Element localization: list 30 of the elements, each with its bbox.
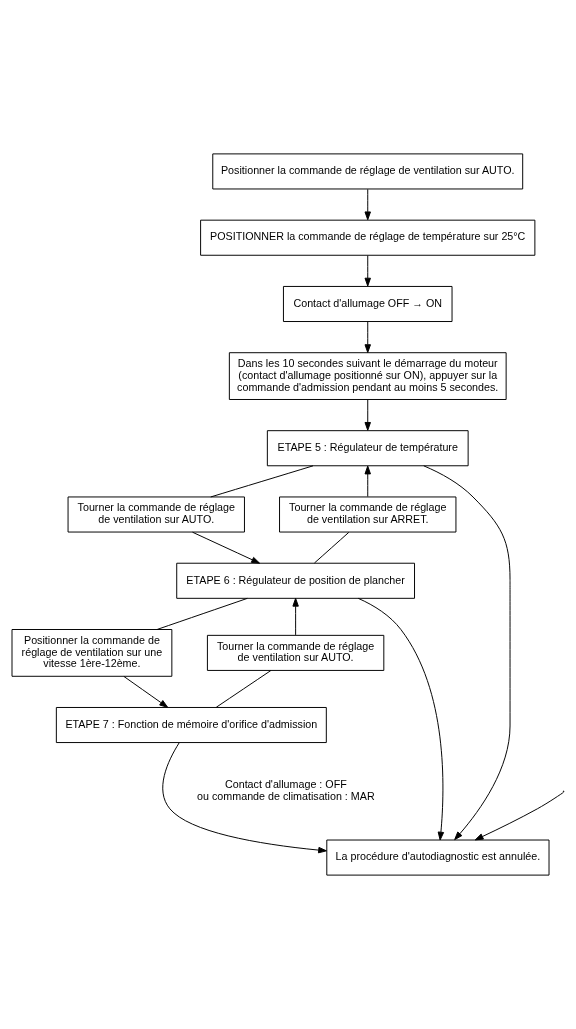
arrow [123, 675, 169, 708]
node-box: Tourner la commande de réglage de ventilation sur AUTO. [206, 634, 385, 671]
arrow [364, 255, 371, 287]
arrow [364, 188, 371, 221]
arrow [364, 465, 371, 497]
node-box: ETAPE 5 : Régulateur de température [266, 430, 469, 467]
arrow [192, 531, 261, 564]
arrow [364, 399, 371, 431]
connector [313, 531, 350, 564]
arrow [423, 465, 511, 841]
connector [210, 465, 314, 498]
arrow [292, 597, 299, 636]
label: Contact d'allumage : OFF [224, 778, 347, 791]
node-box: Dans les 10 secondes suivant le démarrage du moteur (contact d'allumage positionné sur ON), appuyer sur la commande d'admission pendant au moins 5 secondes. [228, 352, 507, 400]
node-box: Positionner la commande de réglage de ventilation sur une vitesse 1ère-12ème. [11, 629, 173, 677]
connector [156, 597, 248, 630]
arrow [162, 742, 327, 854]
node-box: Tourner la commande de réglage de ventilation sur ARRET. [279, 496, 457, 533]
label: ou commande de climatisation : MAR [197, 789, 375, 802]
node-box: Positionner la commande de réglage de ventilation sur AUTO. [212, 153, 524, 190]
arrow [364, 321, 371, 353]
node-box: ETAPE 6 : Régulateur de position de plancher [176, 562, 415, 599]
node-box: POSITIONNER la commande de réglage de température sur 25°C [200, 219, 536, 256]
arrow [474, 791, 564, 841]
arrow [357, 597, 445, 841]
node-box: Contact d'allumage OFF → ON [282, 285, 453, 322]
connector [215, 670, 272, 708]
node-box: ETAPE 7 : Fonction de mémoire d'orifice d'admission [55, 707, 327, 744]
node-box: Tourner la commande de réglage de ventilation sur AUTO. [67, 496, 245, 533]
node-box: La procédure d'autodiagnostic est annulée. [326, 839, 550, 876]
